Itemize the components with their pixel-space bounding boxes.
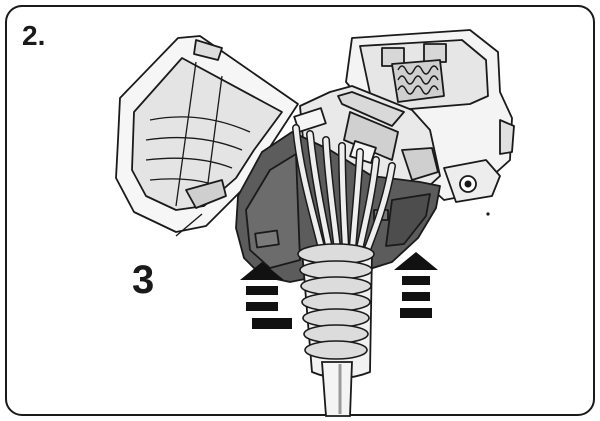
step-number: 2.	[22, 20, 46, 51]
callout-number: 3	[132, 258, 155, 302]
cable	[321, 361, 353, 417]
push-arrow-right	[394, 252, 438, 318]
latch-spring	[397, 65, 439, 95]
corrugated-conduit	[297, 243, 375, 379]
mark-dot	[486, 212, 490, 216]
push-arrow-left	[240, 262, 292, 329]
callout-leader-line	[175, 213, 203, 237]
rear-housing-dark	[235, 131, 441, 283]
connector-cover-open	[115, 35, 299, 237]
